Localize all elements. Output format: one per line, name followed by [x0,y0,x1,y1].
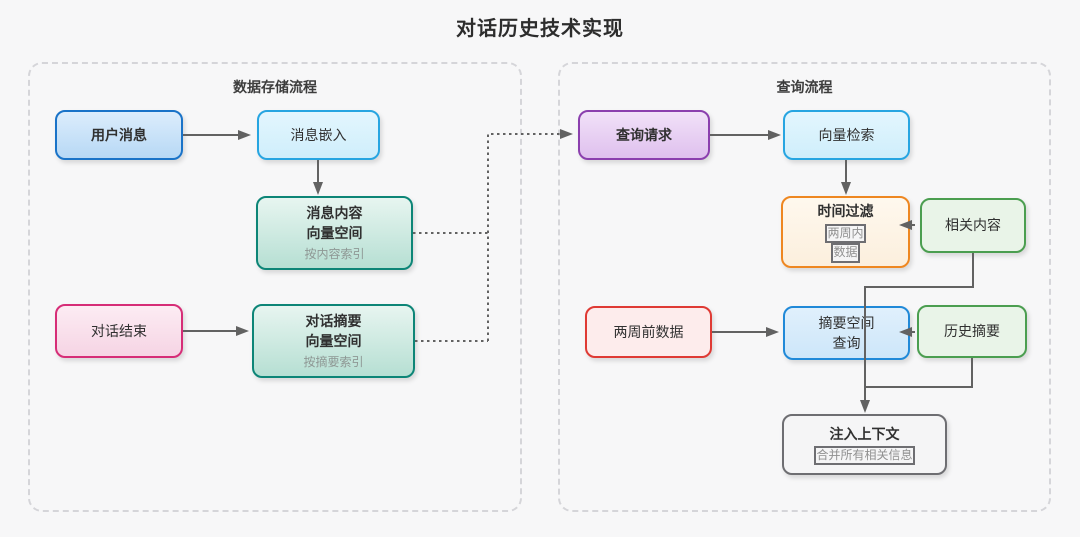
query-flow-label: 查询流程 [776,79,833,95]
node-inject-context-title: 注入上下文 [829,425,900,442]
node-inject-context: 注入上下文 合并所有相关信息 [782,414,947,475]
node-content-vector-space: 消息内容 向量空间 按内容索引 [256,196,413,270]
node-summary-space-query-line2: 查询 [832,335,861,351]
node-user-message: 用户消息 [55,110,183,160]
node-summary-vector-space: 对话摘要 向量空间 按摘要索引 [252,304,415,378]
node-content-vector-line2: 向量空间 [306,225,363,242]
node-content-vector-subtitle: 按内容索引 [304,246,365,261]
node-pre-two-week-data-title: 两周前数据 [613,323,684,340]
node-query-request-title: 查询请求 [616,126,672,143]
node-user-message-title: 用户消息 [91,126,147,143]
page-title: 对话历史技术实现 [456,18,624,40]
node-time-filter-sub1: 两周内 [825,223,866,244]
node-related-content: 相关内容 [920,198,1026,253]
node-summary-vector-subtitle: 按摘要索引 [303,354,364,369]
node-conversation-end-title: 对话结束 [91,322,147,339]
node-message-embed: 消息嵌入 [257,110,380,160]
storage-flow-label: 数据存储流程 [233,79,317,95]
node-vector-search: 向量检索 [783,110,910,160]
node-summary-space-query-line1: 摘要空间 [818,314,875,331]
node-history-summary: 历史摘要 [917,305,1027,358]
node-time-filter-sub2: 数据 [831,243,860,263]
node-history-summary-title: 历史摘要 [944,323,1000,340]
node-summary-vector-line1: 对话摘要 [305,313,362,329]
node-conversation-end: 对话结束 [55,304,183,358]
node-vector-search-title: 向量检索 [818,126,875,143]
node-summary-vector-line2: 向量空间 [305,333,362,350]
node-message-embed-title: 消息嵌入 [290,126,347,143]
node-time-filter-title: 时间过滤 [817,203,874,220]
node-time-filter: 时间过滤 两周内 数据 [781,196,910,268]
node-summary-space-query: 摘要空间 查询 [783,306,910,360]
node-pre-two-week-data: 两周前数据 [585,306,712,358]
node-query-request: 查询请求 [578,110,710,160]
node-inject-context-subtitle: 合并所有相关信息 [814,445,915,466]
node-content-vector-line1: 消息内容 [306,205,363,221]
node-related-content-title: 相关内容 [945,217,1001,234]
